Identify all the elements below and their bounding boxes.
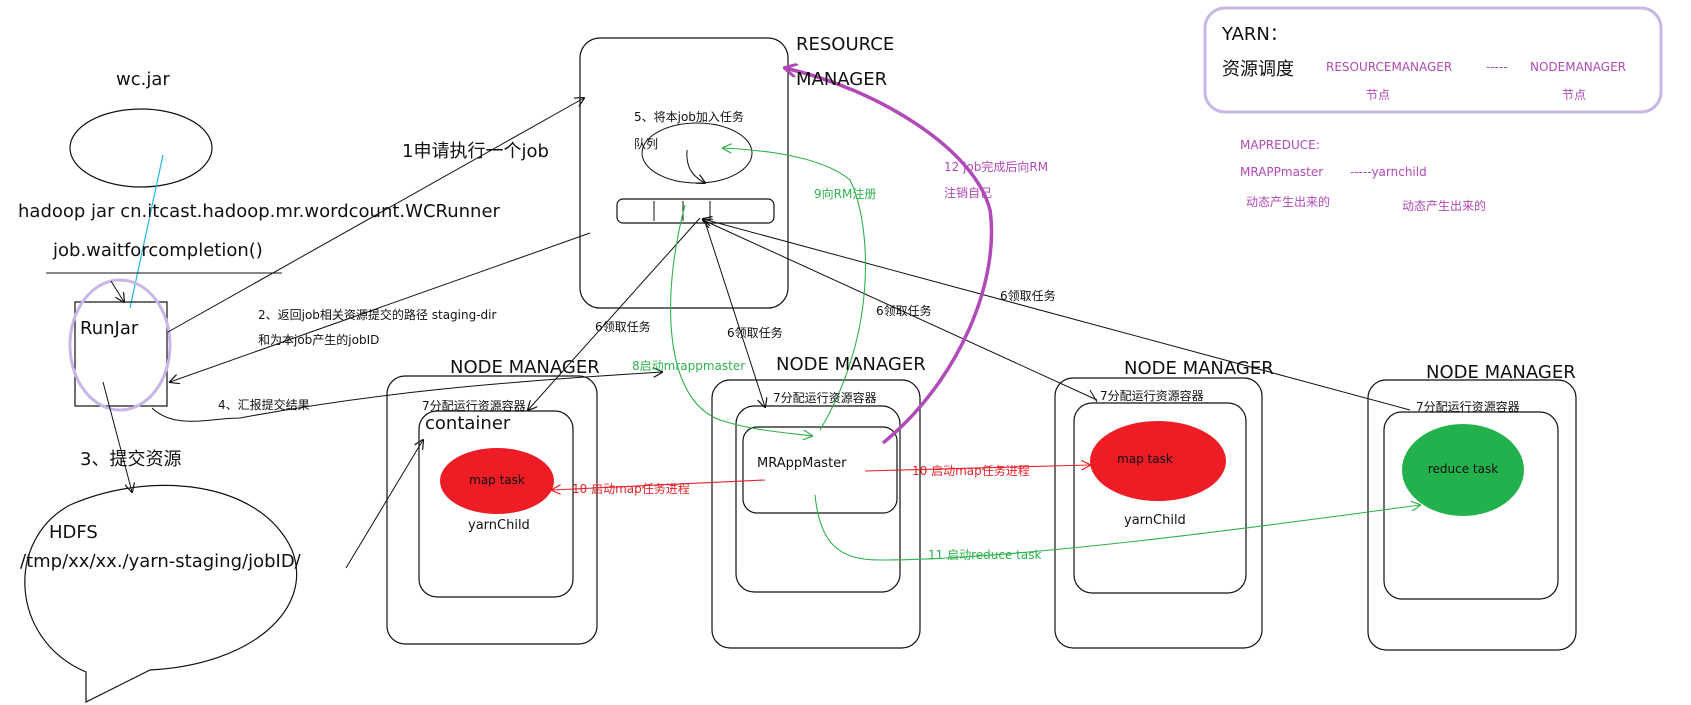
wc-jar-shape (69, 108, 213, 188)
step11-arrow (814, 494, 1420, 561)
map-task-2-label: map task (1117, 452, 1173, 466)
node-manager-4-alloc: 7分配运行资源容器 (1416, 400, 1520, 414)
wait-for-completion: job.waitforcompletion() (53, 240, 263, 261)
legend-nm-sub: 节点 (1562, 88, 1587, 102)
step1-arrow (167, 98, 584, 333)
legend-mr-title: MAPREDUCE: (1240, 138, 1320, 152)
container-3-box (1073, 402, 1247, 594)
step3-arrow (102, 381, 132, 492)
step9-arrow (723, 148, 866, 431)
step6-label-b: 6领取任务 (727, 326, 783, 340)
step10-arrow-left (552, 479, 766, 490)
node-manager-2-box (711, 379, 921, 649)
runjar-label: RunJar (80, 318, 139, 339)
node-manager-3-title: NODE MANAGER (1124, 358, 1274, 379)
step6-label-d: 6领取任务 (1000, 289, 1056, 303)
step3-label: 3、提交资源 (80, 449, 182, 470)
wc-jar-label: wc.jar (116, 69, 170, 90)
step12-label-line2: 注销自己 (944, 186, 993, 200)
step6-label-a: 6领取任务 (595, 320, 651, 334)
step2-arrow (170, 232, 591, 382)
step8-arrow (670, 204, 812, 436)
step1-label: 1申请执行一个job (402, 141, 549, 162)
map-task-2 (1090, 421, 1226, 501)
mrappmaster-label: MRAppMaster (757, 456, 847, 471)
step2-label-line1: 2、返回job相关资源提交的路径 staging-dir (258, 308, 497, 322)
resource-manager-box (579, 37, 789, 309)
wait-to-runjar-arrow (110, 280, 124, 302)
hdfs-path: /tmp/xx/xx./yarn-staging/jobID/ (20, 551, 301, 572)
yarnchild-1-label: yarnChild (468, 518, 530, 533)
step12-label-line1: 12 job完成后向RM (944, 160, 1049, 174)
step9-label: 9向RM注册 (814, 187, 877, 201)
step10-label-left: 10 启动map任务进程 (572, 482, 690, 496)
hdfs-bubble (24, 484, 298, 703)
rm-title-line2: MANAGER (796, 69, 888, 90)
node-manager-1-title: NODE MANAGER (450, 357, 600, 378)
step6-arrow-nm1 (528, 217, 701, 410)
node-manager-3-box (1054, 377, 1263, 649)
step6-arrow-nm2 (704, 221, 765, 407)
legend-mr-child-sub: 动态产生出来的 (1402, 199, 1487, 213)
step6-label-c: 6领取任务 (876, 304, 932, 318)
container-label: container (425, 413, 511, 434)
node-manager-2-title: NODE MANAGER (776, 354, 926, 375)
yarn-legend-title: YARN： (1222, 24, 1288, 45)
hadoop-command: hadoop jar cn.itcast.hadoop.mr.wordcount… (18, 201, 500, 222)
legend-mr-child: -----yarnchild (1350, 165, 1427, 179)
node-manager-2-alloc: 7分配运行资源容器 (773, 391, 877, 405)
hdfs-to-container-arrow (345, 440, 423, 569)
legend-rm: RESOURCEMANAGER (1326, 60, 1453, 74)
reduce-task (1402, 424, 1524, 516)
map-task-1 (440, 448, 554, 514)
node-manager-1-box (386, 375, 598, 645)
step4-label: 4、汇报提交结果 (218, 398, 310, 412)
yarnchild-2-label: yarnChild (1124, 513, 1186, 528)
rm-title-line1: RESOURCE (796, 34, 895, 55)
step8-label: 8启动mrappmaster (632, 359, 746, 373)
map-task-1-label: map task (469, 473, 525, 487)
container-1-box (418, 410, 574, 598)
node-manager-4-title: NODE MANAGER (1426, 362, 1576, 383)
step10-arrow-right (864, 465, 1090, 472)
legend-mr-master-sub: 动态产生出来的 (1246, 195, 1331, 209)
job-queue-ellipse (641, 122, 753, 184)
yarn-legend-desc: 资源调度 (1222, 59, 1294, 80)
queue-note-line1: 5、将本job加入任务 (634, 110, 744, 124)
legend-rm-sub: 节点 (1366, 88, 1391, 102)
step6-arrow-nm3 (703, 220, 1098, 401)
step2-label-line2: 和为本job产生的jobID (258, 333, 380, 347)
legend-nm: NODEMANAGER (1530, 60, 1626, 74)
container-2-outer (735, 405, 901, 593)
step12-arrow (785, 68, 994, 445)
reduce-task-label: reduce task (1427, 462, 1499, 476)
queue-note-line2: 队列 (634, 137, 659, 151)
step6-arrow-nm4 (703, 219, 1411, 411)
legend-dash: ----- (1486, 60, 1508, 74)
step11-label: 11 启动reduce task (928, 548, 1042, 562)
queue-inner-arrow (686, 149, 705, 183)
node-manager-1-alloc: 7分配运行资源容器 (422, 399, 526, 413)
hdfs-title: HDFS (49, 522, 98, 543)
runjar-highlight (68, 278, 172, 412)
node-manager-3-alloc: 7分配运行资源容器 (1100, 389, 1204, 403)
jar-to-runjar-line (129, 154, 164, 309)
yarn-legend-box (1203, 6, 1663, 114)
container-4-box (1383, 411, 1559, 600)
step10-label-right: 10 启动map任务进程 (912, 464, 1030, 478)
scheduler-bar (616, 198, 775, 224)
node-manager-4-box (1367, 379, 1577, 651)
legend-mr-master: MRAPPmaster (1240, 165, 1324, 179)
step6-arrow-nm3-down (1089, 389, 1098, 403)
